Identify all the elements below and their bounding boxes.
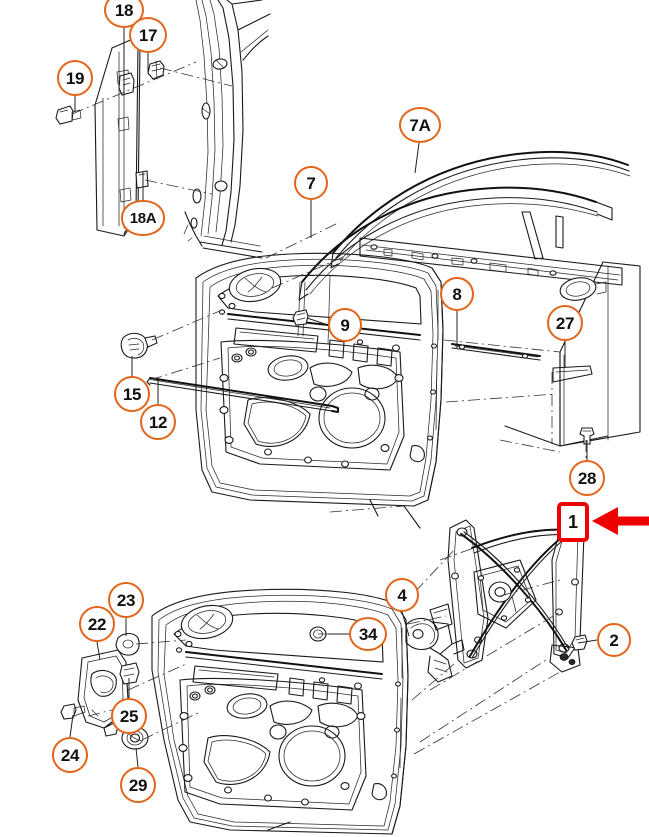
pillar-clip-17	[147, 60, 165, 80]
callout-18a[interactable]: 18A	[121, 200, 165, 236]
callout-label: 17	[138, 25, 158, 45]
callout-label: 18A	[129, 209, 157, 227]
callout-label: 19	[65, 68, 85, 88]
clip-25	[119, 662, 140, 685]
callout-label: 8	[452, 284, 462, 304]
callout-label: 15	[122, 384, 142, 404]
callout-label: 4	[397, 585, 407, 605]
callout-22[interactable]: 22	[79, 606, 115, 642]
callout-label: 9	[340, 315, 350, 335]
callout-label: 18	[114, 0, 134, 20]
callout-label: 7	[306, 173, 316, 193]
belt-molding-8	[359, 211, 623, 361]
grommet-23	[115, 632, 140, 656]
callout-label: 7A	[409, 115, 431, 135]
callout-label: 29	[128, 775, 148, 795]
door-inner-panel-upper	[195, 252, 444, 507]
highlighted-part-1-label: 1	[567, 512, 578, 532]
callout-7[interactable]: 7	[294, 166, 328, 200]
callout-25[interactable]: 25	[111, 698, 147, 734]
callout-label: 25	[119, 706, 139, 726]
exploded-reference-lines	[71, 61, 587, 831]
callout-15[interactable]: 15	[114, 376, 150, 412]
callout-17[interactable]: 17	[129, 17, 167, 53]
callout-12[interactable]: 12	[140, 404, 176, 440]
callout-label: 2	[609, 630, 619, 650]
callout-label: 12	[148, 412, 168, 432]
bolt-28	[579, 427, 595, 445]
door-glass-panel-27	[504, 261, 641, 447]
callout-label: 34	[358, 624, 378, 644]
leader-line-9	[306, 317, 329, 326]
callout-19[interactable]: 19	[57, 60, 93, 96]
bolt-9	[292, 309, 309, 326]
callout-label: 24	[60, 745, 80, 765]
callout-2[interactable]: 2	[597, 623, 631, 657]
body-b-pillar-structure	[183, 0, 271, 259]
retainer-15	[120, 332, 158, 359]
callout-7a[interactable]: 7A	[399, 107, 441, 143]
callout-29[interactable]: 29	[120, 767, 156, 803]
callout-label: 27	[555, 313, 575, 333]
callout-label: 22	[87, 614, 107, 634]
leader-line-24	[69, 714, 74, 738]
callout-28[interactable]: 28	[569, 460, 605, 496]
callout-27[interactable]: 27	[547, 305, 583, 341]
callout-23[interactable]: 23	[108, 582, 144, 618]
callout-label: 23	[116, 590, 136, 610]
pillar-clip-18a	[135, 170, 149, 189]
leader-line-7a	[414, 142, 420, 174]
leader-line-2	[577, 639, 598, 644]
leader-line-29	[135, 747, 139, 768]
window-motor-4	[405, 617, 465, 683]
callout-24[interactable]: 24	[52, 737, 88, 773]
door-inner-panel-lower	[151, 588, 409, 835]
belt-weatherstrip-12	[146, 377, 339, 413]
callout-4[interactable]: 4	[385, 578, 419, 612]
callout-leader-lines	[69, 28, 598, 768]
callout-34[interactable]: 34	[349, 617, 387, 651]
callout-18[interactable]: 18	[104, 0, 144, 28]
screw-19	[55, 105, 82, 125]
callout-label: 28	[577, 468, 597, 488]
leader-line-4	[401, 611, 410, 637]
arrow-head	[592, 507, 618, 535]
callout-8[interactable]: 8	[440, 277, 474, 311]
leader-line-22	[96, 641, 101, 661]
highlighted-part-1-box[interactable]: 1	[557, 502, 589, 542]
callout-9[interactable]: 9	[328, 308, 362, 342]
